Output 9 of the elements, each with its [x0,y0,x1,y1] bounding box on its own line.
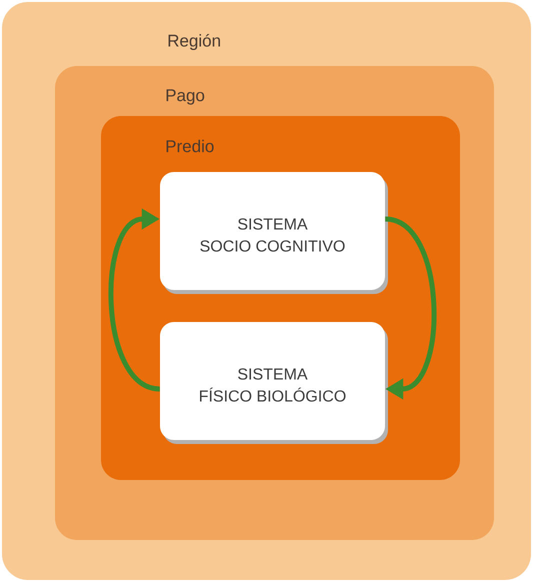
area-heading: Predio [166,140,214,152]
system-box [160,172,388,294]
box-label: SISTEMA FÍSICO BIOLÓGICO [200,368,346,402]
system-box [160,322,388,444]
area-heading: Pago [166,89,204,105]
arrow [108,208,160,392]
arrow [384,216,436,400]
area-heading: Región [168,34,220,50]
box-label: SISTEMA SOCIO COGNITIVO [200,218,345,252]
